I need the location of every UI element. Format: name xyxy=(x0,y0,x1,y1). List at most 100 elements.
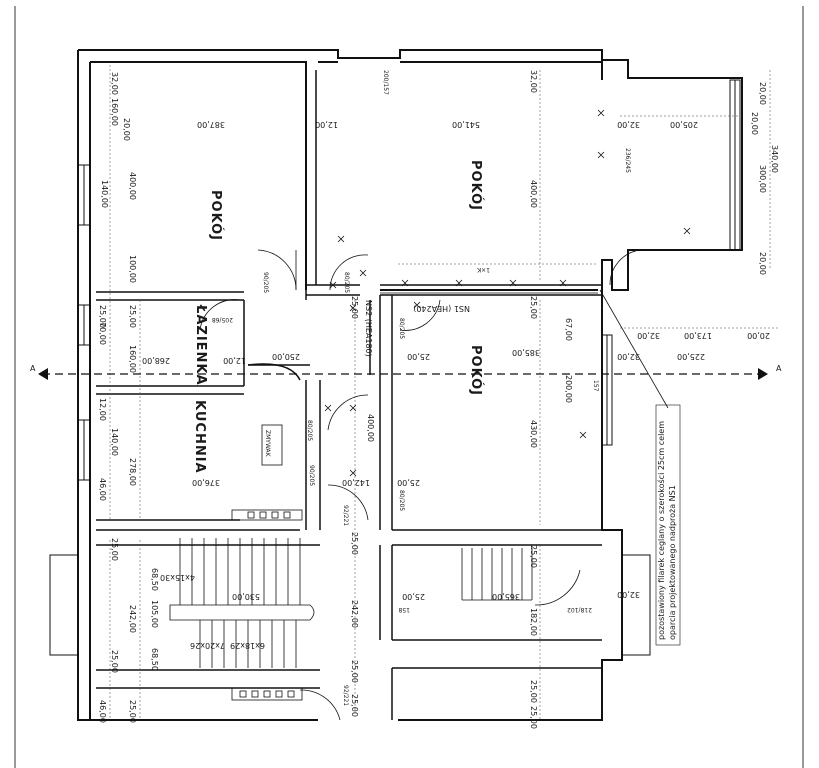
dim: 541,00 xyxy=(452,120,480,129)
dim: 12,00 xyxy=(223,356,246,365)
dim: 25,00 xyxy=(397,478,420,487)
note-box xyxy=(655,404,681,646)
stairs-upper-label: 4x15x30 xyxy=(160,573,195,582)
dim: 25,00 xyxy=(407,352,430,361)
dim: 278,00 xyxy=(128,458,137,486)
dim: 25,00 xyxy=(529,680,538,703)
dim: 242,00 xyxy=(128,605,137,633)
stairs-lower-b-label: 7x20x26 xyxy=(190,641,225,650)
dim: 32,00 xyxy=(617,352,640,361)
note-line-1: pozostawiony filarek ceglany o szerokośc… xyxy=(656,421,666,640)
dim: 20,00 xyxy=(122,118,131,141)
dim: 385,00 xyxy=(512,348,540,357)
cross-markers xyxy=(324,109,691,477)
room-pokoj-top-center: POKÓJ xyxy=(468,160,484,211)
dim: 32,00 xyxy=(110,72,119,95)
dim: 100,00 xyxy=(128,255,137,283)
dim: 25,00 xyxy=(110,650,119,673)
opening: 200/157 xyxy=(382,70,389,95)
beam-lintel-label: 1×K xyxy=(476,266,490,273)
opening: 92/221 xyxy=(342,505,349,526)
dim: 173,00 xyxy=(684,331,712,340)
note-line-2: oparcia projektowanego nadproża NS1 xyxy=(668,485,677,640)
dim: 160,00 xyxy=(110,98,119,126)
dim: 32,00 xyxy=(617,120,640,129)
opening: 92/221 xyxy=(342,685,349,706)
dimension-lines xyxy=(109,65,780,720)
dim: 32,00 xyxy=(637,331,660,340)
dim: 68,50 xyxy=(150,568,159,591)
opening: 90/205 xyxy=(308,465,315,486)
dim: 25,00 xyxy=(128,305,137,328)
dim: 68,50 xyxy=(150,648,159,671)
dim: 182,00 xyxy=(529,608,538,636)
kitchen-fixture xyxy=(261,424,283,466)
kitchen-fixture-label: ZMYWAK xyxy=(264,430,271,458)
opening: 80/205 xyxy=(398,318,405,339)
dim: 430,00 xyxy=(529,420,538,448)
dim: 387,00 xyxy=(197,120,225,129)
left-windows xyxy=(49,164,91,656)
dim: 25,00 xyxy=(350,694,359,717)
section-mark-right: A xyxy=(776,364,782,373)
dim: 25,00 xyxy=(350,296,359,319)
opening: 218/102 xyxy=(567,606,592,613)
dimension-labels: 32,00 160,00 20,00 400,00 140,00 100,00 … xyxy=(98,70,779,729)
dim: 25,00 xyxy=(350,660,359,683)
dim: 140,00 xyxy=(100,180,109,208)
room-kuchnia: KUCHNIA xyxy=(192,400,207,474)
dim: 242,00 xyxy=(350,600,359,628)
dim: 25,00 xyxy=(98,305,107,328)
radiators xyxy=(231,509,303,701)
dim: 268,00 xyxy=(142,356,170,365)
dim: 12,00 xyxy=(98,398,107,421)
dim: 12,00 xyxy=(315,120,338,129)
dim: 70,00 xyxy=(98,322,107,345)
dim: 32,00 xyxy=(529,70,538,93)
opening: 80/205 xyxy=(343,272,350,293)
dim: 160,00 xyxy=(128,345,137,373)
opening-labels: 200/157 236/245 90/205 80/205 205/68 80/… xyxy=(212,70,631,706)
dim: 25,00 xyxy=(529,706,538,729)
stairs-lower xyxy=(199,620,297,668)
dim: 300,00 xyxy=(758,165,767,193)
dim: 20,00 xyxy=(747,331,770,340)
outer-walls xyxy=(77,49,743,721)
dim: 142,00 xyxy=(342,478,370,487)
dim: 25,00 xyxy=(529,296,538,319)
dim: 25,00 xyxy=(110,538,119,561)
dim: 25,00 xyxy=(402,592,425,601)
dim: 530,00 xyxy=(232,592,260,601)
dim: 25,00 xyxy=(128,700,137,723)
note-leader xyxy=(599,289,669,409)
dim: 46,00 xyxy=(98,700,107,723)
dim: 25,00 xyxy=(350,532,359,555)
dim: 340,00 xyxy=(770,145,779,173)
right-windows xyxy=(601,79,741,656)
opening: 80/205 xyxy=(398,490,405,511)
section-line-a-a xyxy=(38,368,768,380)
opening: 80/205 xyxy=(306,420,313,441)
dim: 400,00 xyxy=(366,414,375,442)
dim: 205,00 xyxy=(670,120,698,129)
opening: 157 xyxy=(592,380,599,392)
beam-ns1 xyxy=(380,289,598,294)
opening: 236/245 xyxy=(624,148,631,173)
stairs-right xyxy=(461,548,533,601)
opening: 90/205 xyxy=(262,272,269,293)
opening: 205/68 xyxy=(212,316,233,323)
dim: 200,00 xyxy=(564,375,573,403)
dim: 376,00 xyxy=(192,478,220,487)
scan-border xyxy=(14,6,804,768)
stairs-lower-a-label: 6x18x29 xyxy=(230,641,265,650)
dim: 225,00 xyxy=(677,352,705,361)
dim: 105,00 xyxy=(150,600,159,628)
beam-ns1-label: NS1 (HEA240) xyxy=(413,304,470,313)
dim: 25,00 xyxy=(529,545,538,568)
dim: 400,00 xyxy=(529,180,538,208)
dim: 67,00 xyxy=(564,318,573,341)
dim: 400,00 xyxy=(128,172,137,200)
room-pokoj-top-left: POKÓJ xyxy=(208,190,224,241)
dim: 20,00 xyxy=(750,112,759,135)
